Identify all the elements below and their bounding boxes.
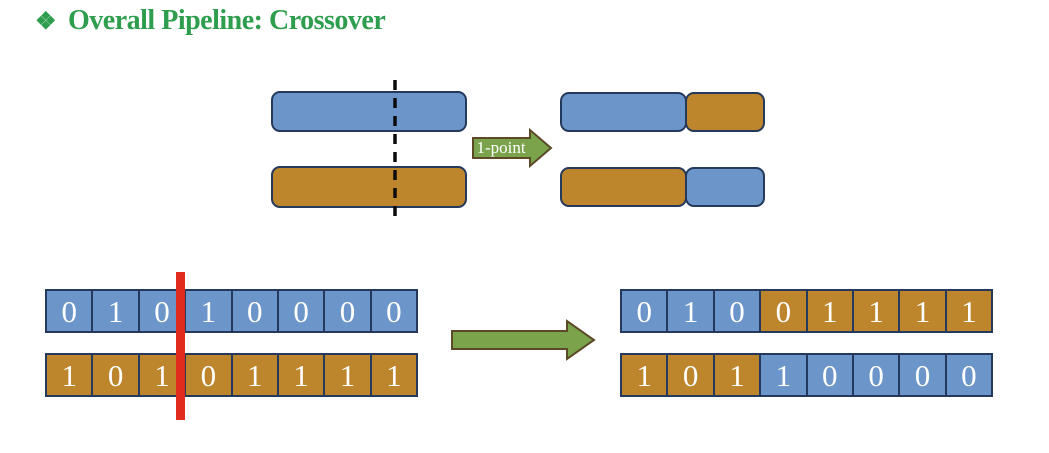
- page-title: ❖ Overall Pipeline: Crossover: [35, 5, 386, 37]
- one-point-arrow-label: 1-point: [476, 138, 525, 157]
- diamond-bullet-icon: ❖: [35, 9, 57, 35]
- bit-cell: 1: [851, 289, 901, 333]
- parent2-bar: [271, 166, 467, 208]
- bit-cell: 0: [898, 353, 947, 397]
- bit-cell: 1: [620, 353, 669, 397]
- offspring1-left-segment: [560, 92, 687, 132]
- bit-cell: 1: [712, 353, 762, 397]
- bit-cell: 0: [759, 289, 808, 333]
- crossover-point-line: [176, 272, 185, 420]
- bit-cell: 0: [851, 353, 901, 397]
- crossover-cut-dashed-line: [393, 80, 397, 218]
- bit-cell: 1: [666, 289, 715, 333]
- bit-cell: 0: [45, 289, 94, 333]
- parent1-bar: [271, 91, 467, 132]
- bit-cell: 1: [759, 353, 808, 397]
- offspring2-left-segment: [560, 167, 687, 207]
- bit-cell: 0: [91, 353, 140, 397]
- one-point-arrow: 1-point: [472, 127, 553, 169]
- bit-cell: 0: [712, 289, 762, 333]
- bit-cell: 0: [369, 289, 418, 333]
- bit-cell: 1: [230, 353, 279, 397]
- bit-cell: 1: [276, 353, 326, 397]
- bit-cell: 1: [45, 353, 94, 397]
- bit-cell: 0: [620, 289, 669, 333]
- bit-cell: 1: [805, 289, 854, 333]
- transform-arrow: [451, 319, 596, 361]
- offspring1-right-segment: [685, 92, 765, 132]
- bit-cell: 0: [944, 353, 993, 397]
- bit-cell: 1: [898, 289, 947, 333]
- page-title-text: Overall Pipeline: Crossover: [68, 5, 386, 36]
- bit-cell: 1: [184, 289, 233, 333]
- bit-cell: 1: [944, 289, 993, 333]
- bit-cell: 0: [666, 353, 715, 397]
- bit-cell: 0: [184, 353, 233, 397]
- bit-cell: 0: [323, 289, 372, 333]
- bit-cell: 0: [230, 289, 279, 333]
- offspring2-right-segment: [685, 167, 765, 207]
- bit-cell: 0: [805, 353, 854, 397]
- bit-cell: 1: [323, 353, 372, 397]
- bit-cell: 1: [369, 353, 418, 397]
- bit-cell: 0: [276, 289, 326, 333]
- bit-cell: 1: [91, 289, 140, 333]
